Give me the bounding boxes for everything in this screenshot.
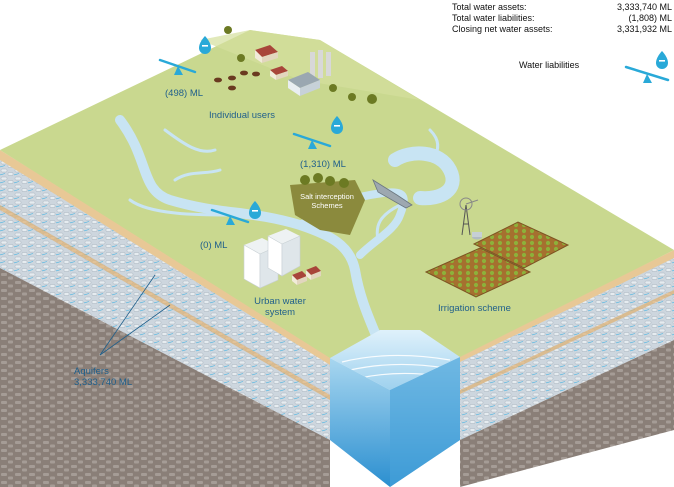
urban-water-value: (0) ML (200, 240, 228, 251)
urban-water-line1: Urban water (254, 296, 306, 307)
urban-water-label: Urban water system (250, 296, 310, 318)
summary-value: 3,333,740 ML (616, 2, 672, 12)
cow-icon (214, 70, 260, 91)
windmill-icon (459, 197, 479, 236)
summary-row: Total water assets: 3,333,740 ML (452, 2, 672, 13)
aquifers-line1: Aquifers (74, 366, 109, 377)
summary-value: 3,331,932 ML (616, 24, 672, 34)
factory-icon (288, 50, 331, 96)
aquifers-line2: 3,333,740 ML (74, 377, 133, 388)
legend-seesaw-icon (624, 51, 670, 83)
individual-users-value: (498) ML (165, 88, 204, 99)
summary-label: Total water assets: (452, 2, 527, 12)
tree-icon (224, 26, 377, 104)
seesaw-icon (292, 116, 343, 149)
salt-interception-value: (1,310) ML (300, 159, 346, 170)
estuary (330, 330, 460, 390)
salt-interception-area (290, 180, 365, 235)
building-icon (243, 229, 301, 289)
irrigation-scheme-label: Irrigation scheme (438, 303, 511, 314)
tree-icon (300, 173, 349, 188)
summary-value: (1,808) ML (628, 13, 672, 23)
summary-row: Closing net water assets: 3,331,932 ML (452, 24, 672, 35)
house-icon (292, 266, 321, 285)
cross-section-left (0, 150, 330, 487)
summary-label: Closing net water assets: (452, 24, 553, 34)
salt-interception-line2: Schemes (311, 201, 343, 210)
urban-water-line2: system (264, 307, 296, 318)
house-icon (270, 66, 288, 80)
house-icon (255, 45, 278, 63)
salt-interception-label: Salt interception Schemes (296, 192, 358, 210)
river-network (115, 115, 460, 350)
individual-users-label: Individual users (209, 110, 276, 121)
dam-icon (372, 178, 413, 209)
salt-interception-line1: Salt interception (300, 192, 354, 201)
aquifer-pointer-lines (99, 274, 171, 356)
cross-section-right (460, 250, 674, 487)
irrigation-fields (424, 221, 570, 298)
aquifers-label: Aquifers 3,333,740 ML (74, 366, 132, 388)
water-summary-table: Total water assets: 3,333,740 ML Total w… (452, 2, 672, 35)
summary-label: Total water liabilities: (452, 13, 535, 23)
legend-label: Water liabilities (519, 60, 580, 70)
seesaw-icon (158, 36, 211, 75)
summary-row: Total water liabilities: (1,808) ML (452, 13, 672, 24)
seesaw-icon (210, 201, 261, 225)
